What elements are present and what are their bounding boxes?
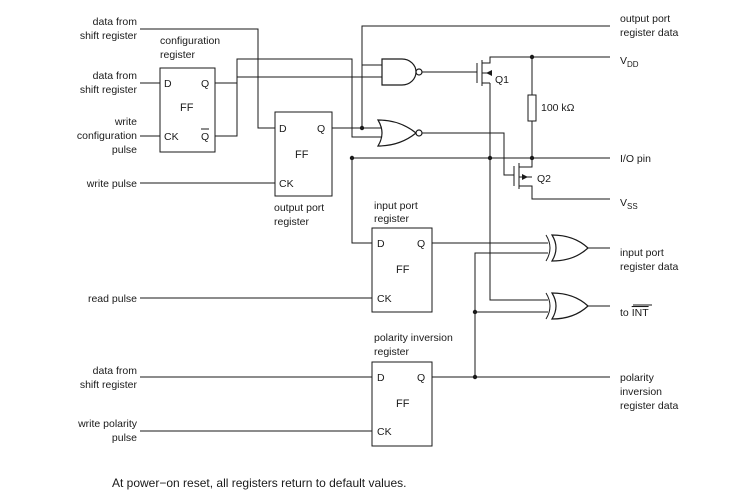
input-port-data-line2: register data xyxy=(620,261,679,273)
input-reg-title-1: input port xyxy=(374,200,418,212)
nand-gate xyxy=(381,58,423,86)
polarity-reg-ck: CK xyxy=(377,426,392,438)
input-reg-ff: FF xyxy=(396,264,410,276)
config-reg-d: D xyxy=(164,78,172,90)
output-reg-ff: FF xyxy=(295,149,309,161)
output-labels: output port register data VDD I/O pin VS… xyxy=(620,13,679,412)
junction-dots xyxy=(349,54,535,380)
polarity-data-line2: inversion xyxy=(620,386,662,398)
polarity-data-line3: register data xyxy=(620,400,679,412)
input-data-shift-3-line2: shift register xyxy=(80,379,138,391)
input-reg-title-2: register xyxy=(374,213,410,225)
resistor-label: 100 kΩ xyxy=(541,102,575,114)
vss-label: VSS xyxy=(620,197,638,211)
input-data-shift-1-line1: data from xyxy=(93,16,138,28)
input-write-polarity-line1: write polarity xyxy=(77,418,138,430)
output-reg-d: D xyxy=(279,123,287,135)
input-write-config-line1: write xyxy=(114,116,137,128)
transistor-q1: Q1 xyxy=(486,70,509,86)
input-write-config-line2: configuration xyxy=(77,130,137,142)
output-port-data-line2: register data xyxy=(620,27,679,39)
config-reg-qbar: Q xyxy=(201,131,209,143)
to-int-label: to INT xyxy=(620,307,649,319)
polarity-reg-q: Q xyxy=(417,372,425,384)
config-reg-title-1: configuration xyxy=(160,35,220,47)
input-read-pulse: read pulse xyxy=(88,293,137,305)
input-data-shift-3-line1: data from xyxy=(93,365,138,377)
input-write-polarity-line2: pulse xyxy=(112,432,137,444)
input-write-config-line3: pulse xyxy=(112,144,137,156)
polarity-inversion-register: polarity inversion register D Q FF CK xyxy=(371,332,453,447)
output-port-data-line1: output port xyxy=(620,13,670,25)
input-data-shift-2-line1: data from xyxy=(93,70,138,82)
output-reg-title-2: register xyxy=(274,216,310,228)
xor-gate-int xyxy=(545,292,589,320)
input-port-register: input port register D Q FF CK xyxy=(371,200,433,313)
caption: At power−on reset, all registers return … xyxy=(112,476,407,490)
output-reg-ck: CK xyxy=(279,178,294,190)
config-reg-title-2: register xyxy=(160,49,196,61)
polarity-reg-title-2: register xyxy=(374,346,410,358)
polarity-reg-d: D xyxy=(377,372,385,384)
input-data-shift-1-line2: shift register xyxy=(80,30,138,42)
q2-label: Q2 xyxy=(537,173,551,185)
vdd-label: VDD xyxy=(620,55,639,69)
xor-gate-input xyxy=(545,234,589,262)
input-data-shift-2-line2: shift register xyxy=(80,84,138,96)
q1-label: Q1 xyxy=(495,74,509,86)
resistor: 100 kΩ xyxy=(527,94,575,122)
input-labels: data from shift register data from shift… xyxy=(77,16,138,444)
polarity-data-line1: polarity xyxy=(620,372,655,384)
wires xyxy=(140,25,610,432)
configuration-register: configuration register D Q FF CK Q xyxy=(159,35,220,153)
io-pin-label: I/O pin xyxy=(620,153,651,165)
output-port-register: D Q FF CK output port register xyxy=(274,111,333,228)
output-reg-q: Q xyxy=(317,123,325,135)
transistor-q2: Q2 xyxy=(522,173,551,185)
nor-gate xyxy=(376,119,423,147)
polarity-reg-title-1: polarity inversion xyxy=(374,332,453,344)
input-reg-q: Q xyxy=(417,238,425,250)
polarity-reg-ff: FF xyxy=(396,398,410,410)
config-reg-ff: FF xyxy=(180,102,194,114)
input-port-data-line1: input port xyxy=(620,247,664,259)
input-reg-ck: CK xyxy=(377,293,392,305)
output-reg-title-1: output port xyxy=(274,202,324,214)
config-reg-ck: CK xyxy=(164,131,179,143)
input-write-pulse: write pulse xyxy=(86,178,137,190)
input-reg-d: D xyxy=(377,238,385,250)
config-reg-q: Q xyxy=(201,78,209,90)
